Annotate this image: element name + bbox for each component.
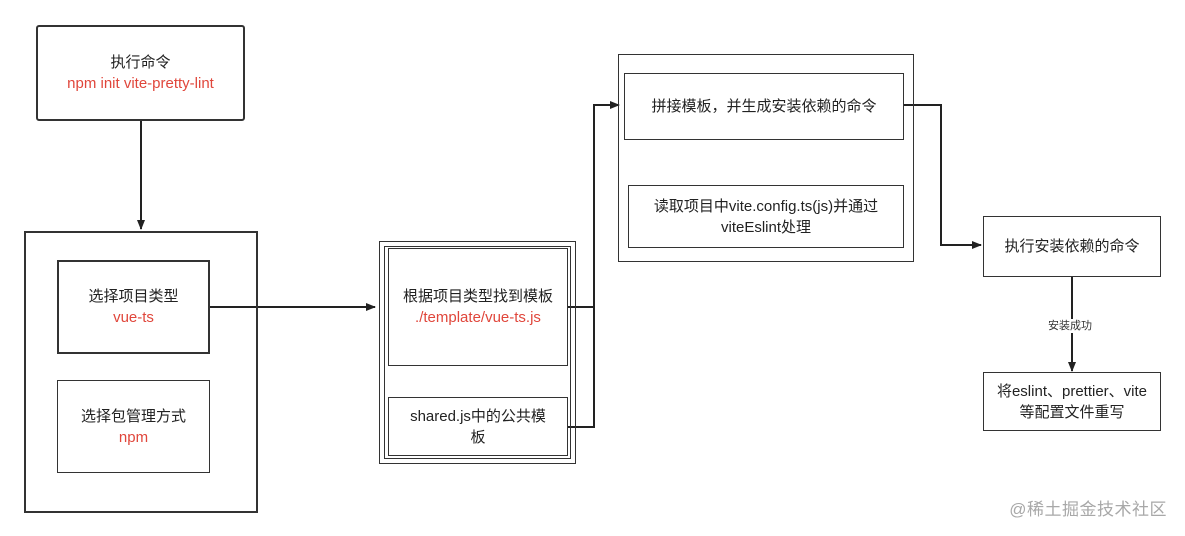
node-find-template-title: 根据项目类型找到模板 — [402, 288, 553, 305]
edge-shared-to-splice — [568, 105, 595, 428]
node-select-package-manager: 选择包管理方式 npm — [57, 380, 210, 473]
node-read-config: 读取项目中vite.config.ts(js)并通过viteEslint处理 — [628, 185, 904, 248]
template-group-inner — [384, 246, 571, 459]
node-find-template-path: ./template/vue-ts.js — [415, 309, 541, 326]
node-select-project-type-value: vue-ts — [113, 309, 154, 326]
node-run-install-title: 执行安装依赖的命令 — [1004, 238, 1140, 255]
node-run-command: 执行命令 npm init vite-pretty-lint — [36, 25, 245, 121]
node-splice-template: 拼接模板，并生成安装依赖的命令 — [624, 73, 904, 140]
watermark-text: @稀土掘金技术社区 — [1009, 500, 1167, 519]
node-run-install: 执行安装依赖的命令 — [983, 216, 1161, 277]
node-select-package-manager-value: npm — [118, 428, 149, 446]
node-find-template: 根据项目类型找到模板 ./template/vue-ts.js — [388, 248, 568, 366]
node-read-config-title: 读取项目中vite.config.ts(js)并通过viteEslint处理 — [653, 197, 879, 236]
node-rewrite-config-title: 将eslint、prettier、vite等配置文件重写 — [996, 382, 1148, 421]
node-select-package-manager-title: 选择包管理方式 — [80, 407, 186, 425]
node-run-command-title: 执行命令 — [110, 54, 171, 71]
node-shared-template: shared.js中的公共模板 — [388, 397, 568, 456]
node-splice-template-title: 拼接模板，并生成安装依赖的命令 — [651, 98, 877, 115]
edge-label-install-success: 安装成功 — [1046, 319, 1094, 333]
node-rewrite-config: 将eslint、prettier、vite等配置文件重写 — [983, 372, 1161, 431]
node-select-project-type-title: 选择项目类型 — [88, 288, 179, 305]
selection-group — [24, 231, 258, 513]
edge-splice-to-install — [904, 104, 982, 249]
node-shared-template-title: shared.js中的公共模板 — [410, 407, 546, 446]
node-run-command-code: npm init vite-pretty-lint — [67, 75, 214, 92]
generate-group — [618, 54, 914, 262]
node-select-project-type: 选择项目类型 vue-ts — [57, 260, 210, 354]
template-group — [379, 241, 576, 464]
